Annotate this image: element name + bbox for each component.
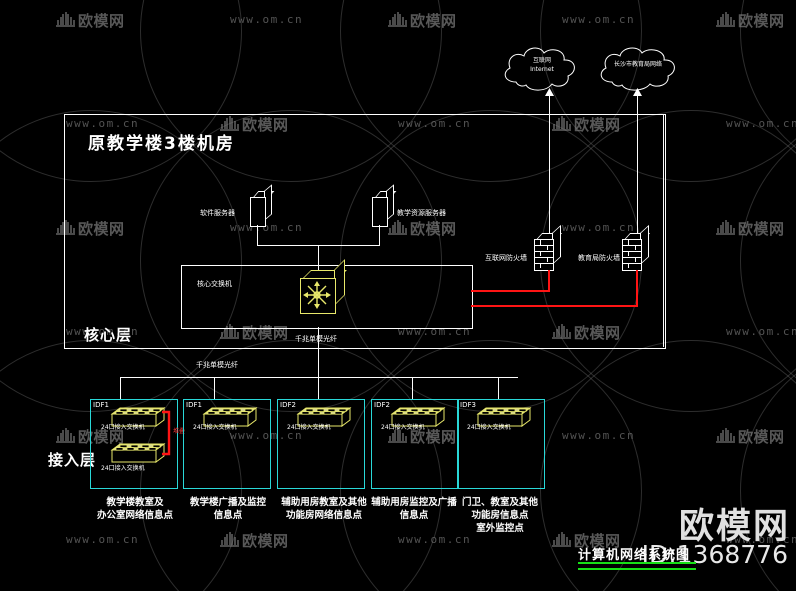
red-wire-edu-fw-to-core [471, 305, 638, 307]
wire-idf-drop-5 [498, 377, 499, 399]
watermark-model-id: ID:1368776 [641, 540, 788, 569]
stack-bracket [160, 410, 174, 460]
wire-edu-fw-to-cloud [637, 92, 638, 240]
stack-label: 堆叠 [173, 428, 186, 435]
internet-cloud-label-line1: 互联网 [532, 57, 551, 64]
wire-internet-fw-to-cloud [549, 92, 550, 240]
title-rule-bottom [578, 568, 696, 570]
access-switch-1b [100, 442, 168, 470]
wire-idf-distribution-bus [120, 377, 518, 378]
idf-tag-5: IDF3 [460, 401, 476, 409]
wire-idf-drop-3 [318, 377, 319, 399]
fiber-label-core: 千兆单模光纤 [295, 335, 337, 343]
access-switch-5a [466, 406, 534, 434]
internet-cloud: 互联网 Internet [498, 42, 582, 94]
internet-cloud-label-line2: Internet [530, 66, 554, 73]
wire-software-server-down [257, 225, 258, 245]
idf-caption-1-line2: 办公室网络信息点 [96, 509, 173, 521]
access-switch-4a-label: 24口接入交换机 [381, 424, 425, 431]
core-switch-star-glyph [303, 281, 331, 309]
wire-idf-drop-4 [412, 377, 413, 399]
idf-caption-4: 辅助用房监控及广播 信息点 [362, 497, 466, 523]
red-wire-edu-fw-down [636, 270, 638, 307]
fiber-label-access: 千兆单模光纤 [196, 361, 238, 369]
access-switch-2a-label: 24口接入交换机 [193, 424, 237, 431]
access-switch-1b-label: 24口接入交换机 [101, 465, 145, 472]
machine-room-frame [64, 114, 666, 349]
access-switch-3a-label: 24口接入交换机 [287, 424, 331, 431]
access-switch-1a-label: 24口接入交换机 [101, 424, 145, 431]
access-layer-label: 接入层 [48, 451, 97, 469]
watermark-brand-large: 欧模网 [678, 507, 790, 547]
wire-core-trunk-down [318, 327, 319, 381]
idf-group-4 [371, 399, 459, 489]
core-layer-frame [181, 265, 473, 329]
idf-group-3 [277, 399, 365, 489]
teaching-resource-server-label: 教学资源服务器 [397, 209, 446, 217]
idf-caption-5-line1: 门卫、教室及其他 [461, 497, 538, 508]
internet-firewall-label: 互联网防火墙 [485, 254, 527, 262]
idf-caption-1-line1: 教学楼教室及 [106, 497, 164, 508]
arrow-internet-up-icon [545, 88, 554, 96]
software-server-label: 软件服务器 [200, 209, 235, 217]
idf-caption-4-line1: 辅助用房监控及广播 [371, 497, 457, 508]
machine-room-label: 原教学楼3楼机房 [88, 134, 235, 154]
idf-caption-3: 辅助用房教室及其他 功能房网络信息点 [262, 497, 386, 523]
wire-idf-drop-2 [214, 377, 215, 399]
idf-caption-3-line1: 辅助用房教室及其他 [281, 497, 367, 508]
idf-caption-1: 教学楼教室及 办公室网络信息点 [76, 497, 194, 523]
education-bureau-firewall-label: 教育局防火墙 [578, 254, 620, 262]
education-bureau-cloud-label: 长沙市教育局网络 [613, 61, 662, 68]
red-wire-internet-fw-down [548, 270, 550, 292]
wire-server-bus-to-core [318, 245, 319, 279]
education-bureau-cloud: 长沙市教育局网络 [594, 42, 682, 94]
idf-caption-5: 门卫、教室及其他 功能房信息点 室外监控点 [443, 497, 557, 535]
idf-caption-2: 教学楼广播及监控 信息点 [172, 497, 284, 523]
idf-group-2 [183, 399, 271, 489]
idf-caption-5-line3: 室外监控点 [476, 522, 524, 534]
idf-group-5 [457, 399, 545, 489]
drawing-title: 计算机网络系统图 [578, 548, 691, 563]
access-switch-4a [380, 406, 448, 434]
arrow-edu-up-icon [633, 88, 642, 96]
wire-room-right-rail [663, 114, 664, 347]
core-switch-label: 核心交换机 [197, 280, 232, 288]
red-wire-internet-fw-to-core [471, 290, 550, 292]
title-rule-top [578, 562, 696, 564]
idf-caption-5-line2: 功能房信息点 [471, 509, 529, 521]
core-layer-label: 核心层 [84, 326, 133, 344]
access-switch-5a-label: 24口接入交换机 [467, 424, 511, 431]
idf-tag-3: IDF2 [280, 401, 296, 409]
access-switch-3a [286, 406, 354, 434]
idf-group-1 [90, 399, 178, 489]
idf-tag-1: IDF1 [93, 401, 109, 409]
wire-idf-drop-1 [120, 377, 121, 399]
idf-tag-2: IDF1 [186, 401, 202, 409]
access-switch-2a [192, 406, 260, 434]
wire-resource-server-down [379, 225, 380, 245]
idf-tag-4: IDF2 [374, 401, 390, 409]
idf-caption-4-line2: 信息点 [399, 509, 429, 521]
idf-caption-2-line2: 信息点 [213, 509, 243, 521]
idf-caption-3-line2: 功能房网络信息点 [285, 509, 362, 521]
idf-caption-2-line1: 教学楼广播及监控 [189, 497, 266, 508]
